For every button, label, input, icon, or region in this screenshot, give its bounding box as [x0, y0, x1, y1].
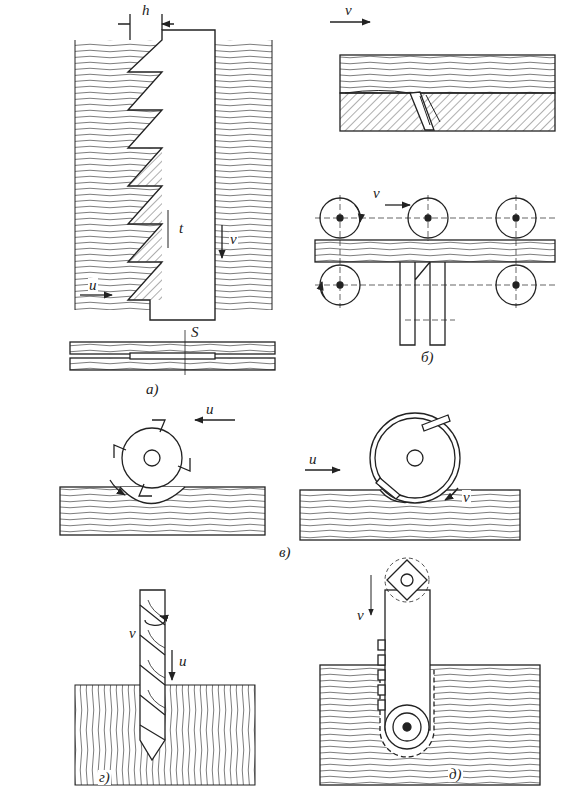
label: а): [145, 382, 160, 397]
label: t: [178, 221, 184, 236]
label: v: [462, 490, 471, 505]
label: в): [278, 545, 292, 560]
label: б): [420, 350, 435, 365]
label: v: [229, 232, 238, 247]
label: v: [128, 626, 137, 641]
label: S: [190, 325, 200, 340]
label: u: [205, 402, 215, 417]
label: u: [88, 278, 98, 293]
label: v: [356, 608, 365, 623]
label: v: [372, 186, 381, 201]
label: г): [98, 770, 111, 785]
label: д): [448, 767, 463, 782]
label: h: [141, 3, 151, 18]
label: v: [344, 3, 353, 18]
label: u: [178, 654, 188, 669]
label: u: [308, 452, 318, 467]
